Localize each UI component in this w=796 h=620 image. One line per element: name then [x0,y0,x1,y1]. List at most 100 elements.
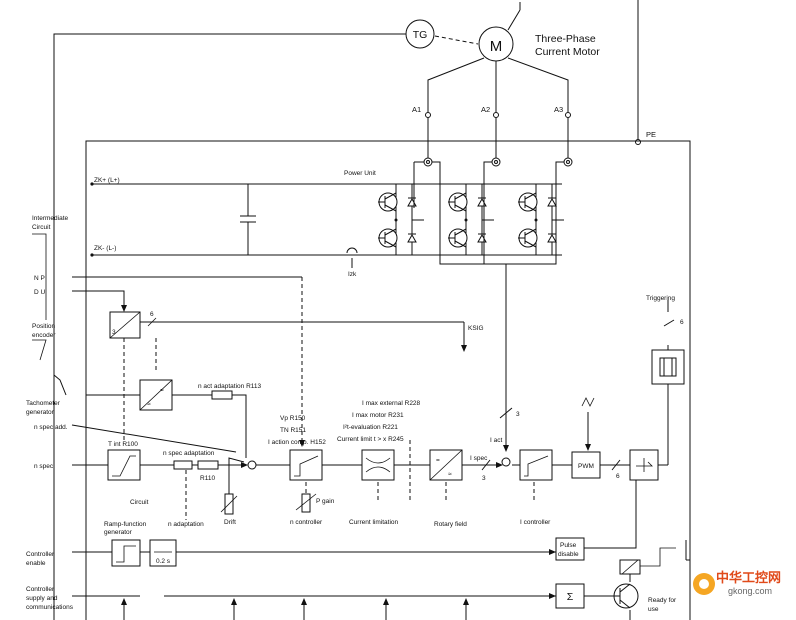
ctrl-enable-label-1: Controller [26,551,55,558]
nspec-adaptation-label: n spec adaptation [163,450,215,457]
phase-a2: A2 [481,105,490,114]
signal-wiring [71,276,690,620]
current-limitation-block [361,449,395,481]
tacho-label: TG [413,29,428,41]
ksig-label: KSIG [468,325,484,332]
ready-label-1: Ready for [648,597,677,604]
r110-label: R110 [200,475,215,482]
tachogen-label-1: Tachometer [26,400,61,407]
encoder-converter-block: 3 6 [109,311,157,339]
sum-block [555,583,585,609]
ramp-generator-block [111,539,141,567]
ctrl-supply-label-1: Controller [26,586,55,593]
ready-relay [619,559,641,575]
rotary-field-block: = ≈ [429,449,463,481]
encoder-ratio: 3 [112,329,116,336]
diode-3-1 [547,197,557,207]
triggering-optocoupler [651,345,685,385]
position-label-1: Position [32,323,56,330]
triggering-label: Triggering [646,295,675,302]
n-controller-label: n controller [290,519,323,526]
ctrl-supply-label-2: supply and [26,595,58,602]
ctrl-enable-label-2: enable [26,560,46,567]
np-label: N P [34,275,45,282]
sum-label: Σ [567,591,574,603]
encoder-bits: 6 [150,311,154,318]
ramp-gen-label-1: Ramp-function [104,521,147,528]
speed-summing-junction [247,460,257,470]
pwm-block [571,451,601,479]
diode-2-1 [477,197,487,207]
tachogen-label-2: generator [26,409,55,416]
tn-label: TN R151 [280,427,306,434]
diode-1-1 [407,197,417,207]
watermark-url: gkong.com [728,586,772,596]
n-adaptation-label: n adaptation [168,521,204,528]
six-pwm: 6 [616,473,620,480]
nspec-label: n spec [34,463,54,470]
position-label-2: encoder [32,332,56,339]
ctrl-supply-label-3: communications [26,604,74,611]
motor-title-1: Three-Phase [535,33,596,45]
izk-label: Izk [348,271,357,278]
dc-plus-label: ZK+ (L+) [94,177,120,184]
imax-motor-label: I max motor R231 [352,412,404,419]
i-controller-block [519,449,553,481]
ready-label-2: use [648,606,659,613]
i-controller-label: I controller [520,519,551,526]
iaction-label: I action comp. H152 [268,439,326,446]
watermark-cn: 中华工控网 [716,570,781,586]
phase-current-sensors [413,157,573,448]
pwm-label: PWM [578,463,594,470]
diode-3-2 [547,233,557,243]
rotary-field-label: Rotary field [434,521,467,528]
motor-label: M [490,38,503,55]
current-summing-junction [501,457,511,467]
vp-label: Vp R150 [280,415,306,422]
current-limitation-label: Current limitation [349,519,399,526]
dc-minus-label: ZK- (L-) [94,245,116,252]
ramp-gen-label-2: generator [104,529,133,536]
dc-link-capacitor [240,184,256,255]
tacho-converter-block: ≈ = [139,379,173,411]
drift-potentiometer [220,480,238,515]
svg-text:≈: ≈ [448,471,452,478]
watermark-logo: 中华工控网 gkong.com [693,570,781,596]
svg-text:=: = [160,387,164,394]
imax-ext-label: I max external R228 [362,400,421,407]
motor-phase-leads [425,57,571,158]
nact-adaptation-label: n act adaptation R113 [198,383,262,390]
current-limit-time-label: Current limit t > x R245 [337,436,404,443]
i2t-label: I²t-evaluation R221 [343,424,398,431]
intermediate-label-2: Circuit [32,224,51,231]
ispec-label: I spec [470,455,488,462]
tacho-feedback-line [53,33,406,620]
power-unit-label: Power Unit [344,170,376,177]
nspec-add-label: n spec add. [34,424,68,431]
r110-resistor [197,460,219,470]
p-gain-label: P gain [316,498,335,505]
six-trig: 6 [680,319,684,326]
inverter-bridges [378,184,564,255]
svg-text:≈: ≈ [147,401,151,408]
current-sensor-izk [346,247,358,268]
tint-label: T int R100 [108,441,138,448]
drive-frame [85,140,691,620]
motor-symbol: M [478,2,521,62]
n-controller-block [289,449,323,513]
pulse-disable-block [555,537,585,561]
three-bottom: 3 [482,475,486,482]
tint-block [107,449,141,481]
delay-block [149,539,177,567]
diode-2-2 [477,233,487,243]
svg-text:=: = [436,457,440,464]
du-label: D U [34,289,46,296]
three-top: 3 [516,411,520,418]
nact-adaptation-resistor [211,390,233,400]
tacho-coupling [434,35,479,45]
phase-a3: A3 [554,105,563,114]
drift-label: Drift [224,519,236,526]
pe-label: PE [646,130,656,139]
iact-label: I act [490,437,502,444]
pulse-disable-label-2: disable [558,551,579,558]
